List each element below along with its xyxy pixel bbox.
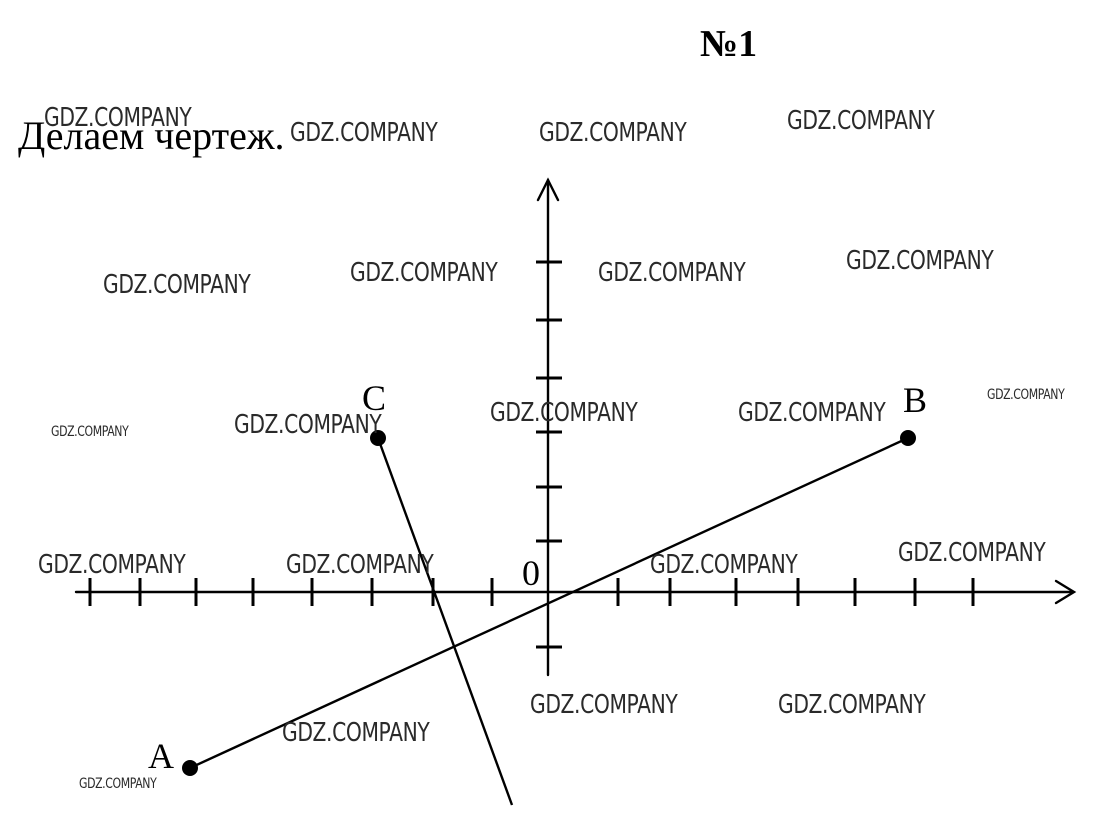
point-a-label: A xyxy=(148,736,174,776)
point-b-label: B xyxy=(903,380,927,420)
watermark: GDZ.COMPANY xyxy=(103,270,251,300)
watermark: GDZ.COMPANY xyxy=(778,690,926,720)
watermark: GDZ.COMPANY xyxy=(787,106,935,136)
x-axis-arrow xyxy=(1054,579,1077,605)
watermark: GDZ.COMPANY xyxy=(234,410,382,440)
watermark: GDZ.COMPANY xyxy=(846,246,994,276)
watermark: GDZ.COMPANY xyxy=(350,258,498,288)
segment-ab xyxy=(189,436,909,770)
watermark: GDZ.COMPANY xyxy=(650,550,798,580)
task-number: №1 xyxy=(700,23,758,65)
watermark: GDZ.COMPANY xyxy=(79,776,157,792)
watermark: GDZ.COMPANY xyxy=(51,424,129,440)
watermark: GDZ.COMPANY xyxy=(738,398,886,428)
watermark: GDZ.COMPANY xyxy=(286,550,434,580)
watermark: GDZ.COMPANY xyxy=(290,118,438,148)
y-axis-arrow xyxy=(536,177,560,202)
watermark: GDZ.COMPANY xyxy=(490,398,638,428)
watermark: GDZ.COMPANY xyxy=(282,718,430,748)
watermark: GDZ.COMPANY xyxy=(898,538,1046,568)
watermark: GDZ.COMPANY xyxy=(598,258,746,288)
watermark: GDZ.COMPANY xyxy=(44,103,192,133)
intro-text: Делаем чертеж. xyxy=(18,113,285,158)
line-through-c xyxy=(376,437,514,806)
point-a xyxy=(182,760,198,776)
origin-label: 0 xyxy=(522,553,540,593)
watermark: GDZ.COMPANY xyxy=(539,118,687,148)
point-c xyxy=(370,430,386,446)
watermark: GDZ.COMPANY xyxy=(38,550,186,580)
watermark: GDZ.COMPANY xyxy=(530,690,678,720)
point-c-label: C xyxy=(362,378,386,418)
watermark: GDZ.COMPANY xyxy=(987,387,1065,403)
point-b xyxy=(900,430,916,446)
